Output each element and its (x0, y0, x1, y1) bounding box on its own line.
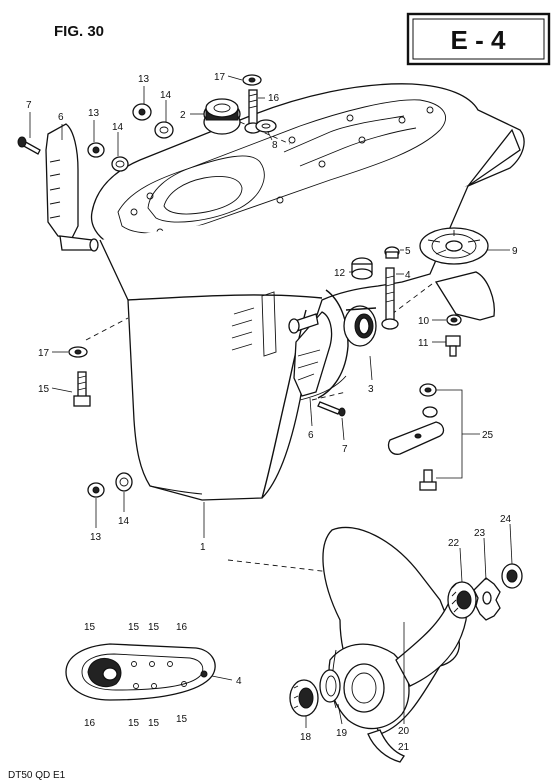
spacer-19 (319, 669, 341, 703)
callout-6-center: 6 (308, 430, 314, 441)
callout-6-left: 6 (58, 112, 64, 123)
inset-callout-15-c: 15 (148, 622, 160, 633)
bottom-plate-inset (65, 643, 216, 701)
screw-7-center (317, 401, 346, 417)
grommet-13-lower (87, 482, 105, 498)
washer-23 (473, 577, 501, 621)
callout-15-left: 15 (38, 384, 50, 395)
grommet-12 (351, 257, 373, 280)
callout-18: 18 (300, 732, 312, 743)
callout-12: 12 (334, 268, 346, 279)
inset-callout-15-f: 15 (176, 714, 188, 725)
callout-11: 11 (418, 338, 429, 349)
callout-17-left: 17 (38, 348, 50, 359)
nut-group-25 (387, 383, 480, 491)
callout-13-lower: 13 (90, 532, 102, 543)
section-code: E - 4 (451, 25, 506, 55)
grommet-13-upper-left (87, 142, 105, 158)
inset-callout-15-e: 15 (148, 718, 160, 729)
grommet-13-upper (132, 103, 152, 121)
callout-13-upper: 13 (138, 74, 150, 85)
callout-24: 24 (500, 514, 512, 525)
leader-lines (29, 75, 513, 728)
inset-callout-15-b: 15 (128, 622, 140, 633)
callout-19: 19 (336, 728, 348, 739)
inset-callout-16-bottom: 16 (84, 718, 96, 729)
inset-callout-15-a: 15 (84, 622, 96, 633)
callout-14-upper: 14 (160, 90, 172, 101)
bolt-4-right (381, 267, 399, 330)
callout-labels: 7 6 13 14 13 14 2 17 16 8 9 5 12 4 10 11… (26, 72, 518, 753)
callout-21: 21 (398, 742, 410, 753)
callout-7-left: 7 (26, 100, 32, 111)
bolt-15-left (73, 371, 91, 407)
callout-20: 20 (398, 726, 410, 737)
callout-16-upper: 16 (268, 93, 280, 104)
callout-4-right: 4 (405, 270, 411, 281)
nut-24 (501, 563, 523, 589)
figure-number: FIG. 30 (54, 23, 104, 40)
washer-8 (255, 119, 277, 133)
screw-7-left (17, 136, 41, 155)
inset-callout-labels: 15 15 15 16 16 15 15 15 (84, 622, 188, 729)
trim-anode-6 (288, 311, 333, 397)
inset-callout-15-d: 15 (128, 718, 140, 729)
callout-10: 10 (418, 316, 430, 327)
callout-8: 8 (272, 140, 278, 151)
callout-9: 9 (512, 246, 518, 257)
callout-22: 22 (448, 538, 460, 549)
washer-14-lower (115, 472, 133, 492)
callout-3: 3 (368, 384, 374, 395)
water-inlet-cover-9 (419, 227, 489, 265)
grommet-5 (384, 246, 400, 259)
callout-1: 1 (200, 542, 206, 553)
oil-seal-3 (343, 305, 377, 347)
callout-25: 25 (482, 430, 494, 441)
callout-13-left: 13 (88, 108, 100, 119)
inset-callout-16-top: 16 (176, 622, 188, 633)
bolt-11 (445, 335, 461, 357)
section-code-box: E - 4 (406, 12, 551, 66)
callout-5: 5 (405, 246, 411, 257)
callout-14-left: 14 (112, 122, 124, 133)
side-vents (231, 291, 277, 357)
callout-2: 2 (180, 110, 186, 121)
propeller-20 (322, 526, 467, 763)
callout-7-center: 7 (342, 444, 348, 455)
washer-14-upper-left (111, 156, 129, 172)
thrust-washer-18 (289, 679, 319, 717)
washer-17-upper (242, 74, 262, 86)
washer-10 (446, 314, 462, 326)
bearing-part-2 (203, 98, 241, 135)
washer-17-left (68, 346, 88, 358)
cover-plate-6-left (45, 123, 99, 252)
gear-case-housing (90, 83, 525, 501)
callout-4-inset: 4 (236, 676, 242, 687)
callout-14-lower: 14 (118, 516, 130, 527)
callout-23: 23 (474, 528, 486, 539)
model-code: DT50 QD E1 (8, 770, 66, 781)
washer-14-upper (154, 121, 174, 139)
callout-17-upper: 17 (214, 72, 226, 83)
spacer-22 (447, 581, 477, 619)
